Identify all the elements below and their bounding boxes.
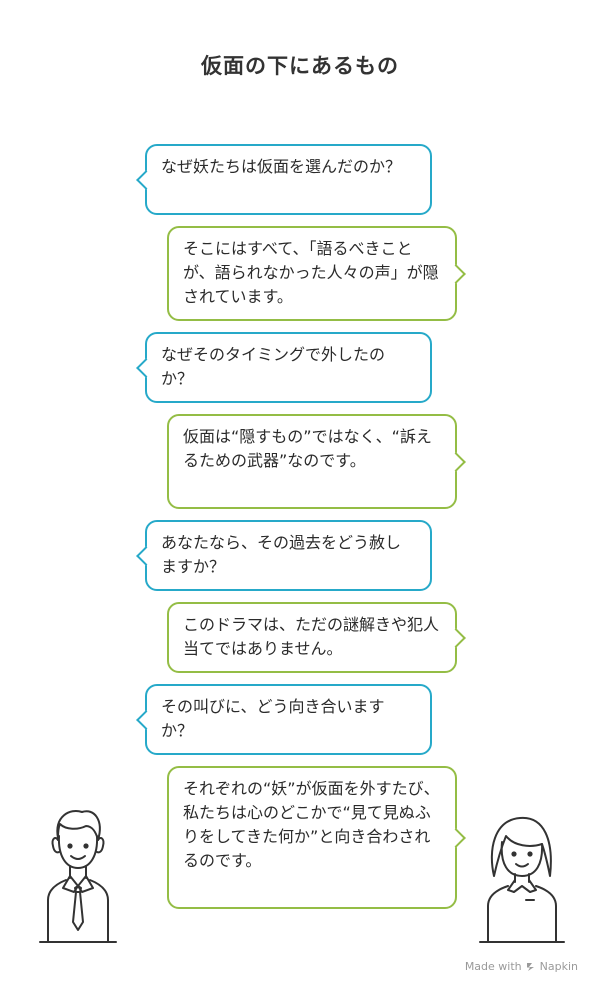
bubble-tail	[446, 627, 466, 648]
man-with-tie-icon	[39, 810, 117, 943]
message-text: それぞれの“妖”が仮面を外すたび、私たちは心のどこかで“見て見ぬふりをしてきた何…	[183, 779, 440, 870]
bubble-tail	[136, 709, 156, 730]
bubble-tail	[136, 357, 156, 378]
message-text: このドラマは、ただの謎解きや犯人当てではありません。	[183, 615, 440, 658]
bubble-tail	[446, 263, 466, 284]
answer-bubble-2: 仮面は“隠すもの”ではなく、“訴えるための武器”なのです。	[167, 414, 466, 509]
answer-bubble-1: そこにはすべて、「語るべきことが、語られなかった人々の声」が隠されています。	[167, 226, 466, 321]
napkin-credit[interactable]: Made with Napkin	[465, 960, 578, 973]
napkin-logo-icon	[526, 962, 534, 971]
bubble-tail	[136, 169, 156, 190]
message-text: 仮面は“隠すもの”ではなく、“訴えるための武器”なのです。	[183, 427, 432, 470]
page-title: 仮面の下にあるもの	[201, 54, 399, 78]
question-bubble-2: なぜそのタイミングで外したのか？	[136, 332, 432, 403]
answer-bubble-3: このドラマは、ただの謎解きや犯人当てではありません。	[167, 602, 466, 673]
message-text: なぜ妖たちは仮面を選んだのか？	[161, 157, 402, 176]
answer-bubble-4: それぞれの“妖”が仮面を外すたび、私たちは心のどこかで“見て見ぬふりをしてきた何…	[167, 766, 466, 909]
woman-icon	[479, 816, 565, 943]
message-text: そこにはすべて、「語るべきことが、語られなかった人々の声」が隠されています。	[183, 239, 439, 306]
bubble-tail	[446, 451, 466, 472]
message-text: あなたなら、その過去をどう赦しますか？	[161, 533, 402, 576]
footer-brand: Napkin	[539, 960, 578, 973]
footer-text: Made with	[464, 960, 522, 973]
question-bubble-4: その叫びに、どう向き合いますか？	[136, 684, 432, 755]
bubble-tail	[446, 827, 466, 848]
message-text: その叫びに、どう向き合いますか？	[161, 697, 385, 740]
message-text: なぜそのタイミングで外したのか？	[161, 345, 386, 388]
bubble-tail	[136, 545, 156, 566]
question-bubble-3: あなたなら、その過去をどう赦しますか？	[136, 520, 432, 591]
question-bubble-1: なぜ妖たちは仮面を選んだのか？	[136, 144, 432, 215]
